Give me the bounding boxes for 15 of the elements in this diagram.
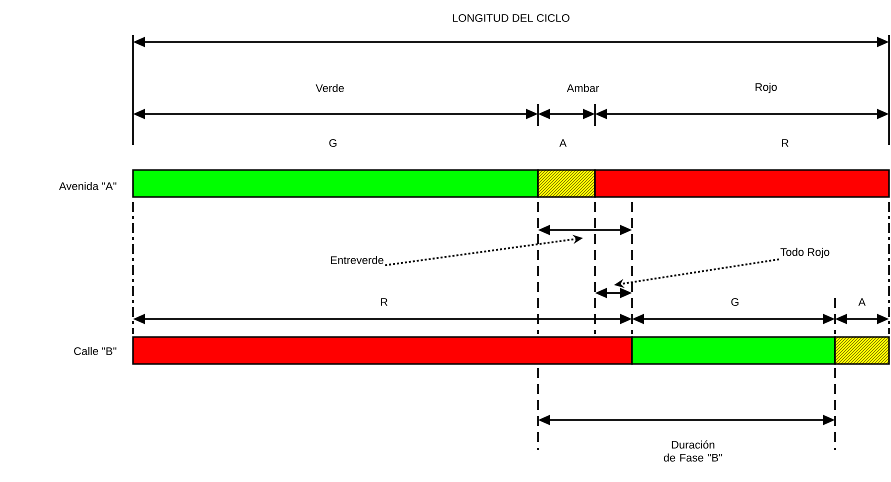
dimension-label: A: [858, 298, 866, 306]
dimension-label: Ambar: [566, 84, 600, 92]
dimension-label: LONGITUD DEL CICLO: [452, 14, 570, 22]
leader-text: Todo Rojo: [780, 248, 830, 258]
dimension-label: R: [782, 139, 788, 147]
row-label: Calle "B": [74, 346, 116, 356]
dimension-label: G: [329, 139, 336, 147]
dimension-label: Verde: [316, 84, 344, 92]
dimension-label: Rojo: [756, 82, 777, 94]
leader-text: Entreverde: [331, 256, 384, 264]
dimension-label: G: [731, 298, 738, 306]
dimension-label: R: [380, 298, 388, 306]
row-label: Avenida "A": [59, 182, 116, 190]
dimension-label: A: [559, 139, 567, 147]
dimension-label: Duración de Fase "B": [664, 440, 722, 462]
